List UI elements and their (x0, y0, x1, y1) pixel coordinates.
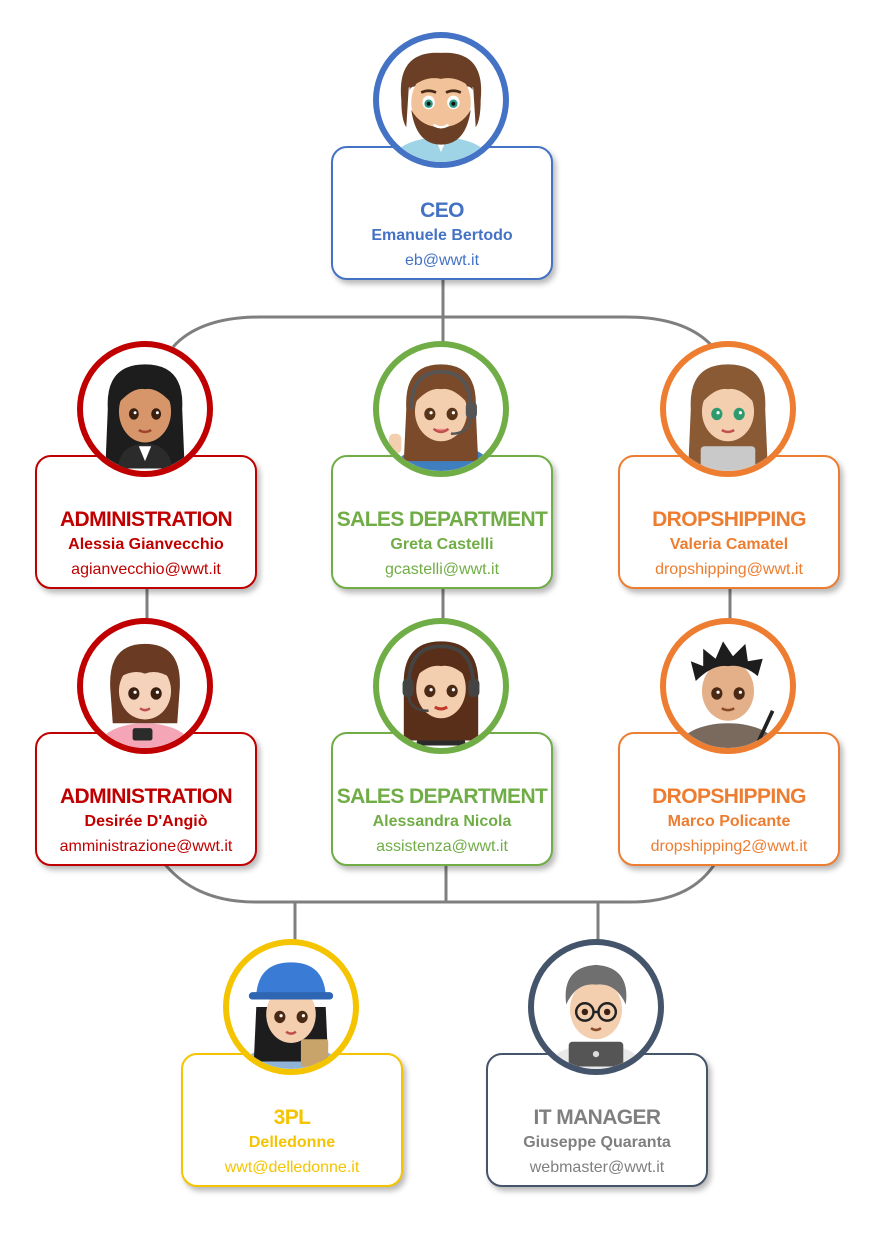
logistics-card: 3PL Delledonne wwt@delledonne.it (181, 1053, 403, 1187)
logistics-role: 3PL (273, 1106, 311, 1129)
bearded-man-avatar-icon (373, 32, 509, 168)
ceo-name: Emanuele Bertodo (371, 227, 513, 244)
dropshipping-role-2: DROPSHIPPING (652, 785, 806, 808)
administration-email-1[interactable]: agianvecchio@wwt.it (71, 561, 221, 578)
sales-card-1: SALES DEPARTMENT Greta Castelli gcastell… (331, 455, 553, 589)
administration-email-2[interactable]: amministrazione@wwt.it (59, 838, 233, 855)
it-manager-card: IT MANAGER Giuseppe Quaranta webmaster@w… (486, 1053, 708, 1187)
administration-card-1: ADMINISTRATION Alessia Gianvecchio agian… (35, 455, 257, 589)
sales-name-2: Alessandra Nicola (372, 813, 512, 830)
woman-headset-avatar-icon (373, 618, 509, 754)
dropshipping-email-1[interactable]: dropshipping@wwt.it (655, 561, 803, 578)
it-manager-node[interactable]: IT MANAGER Giuseppe Quaranta webmaster@w… (486, 939, 712, 1187)
dropshipping-node-2[interactable]: DROPSHIPPING Marco Policante dropshippin… (618, 618, 844, 866)
it-manager-role: IT MANAGER (533, 1106, 662, 1129)
dropshipping-name-2: Marco Policante (667, 813, 791, 830)
sales-role-1: SALES DEPARTMENT (336, 508, 548, 531)
dropshipping-card-2: DROPSHIPPING Marco Policante dropshippin… (618, 732, 840, 866)
woman-headset-avatar-icon (373, 341, 509, 477)
sales-role-2: SALES DEPARTMENT (336, 785, 548, 808)
it-manager-email[interactable]: webmaster@wwt.it (529, 1159, 665, 1176)
administration-name-1: Alessia Gianvecchio (68, 536, 224, 553)
logistics-name: Delledonne (248, 1134, 336, 1151)
it-manager-name: Giuseppe Quaranta (523, 1134, 671, 1151)
man-glasses-laptop-avatar-icon (528, 939, 664, 1075)
woman-laptop-avatar-icon (660, 341, 796, 477)
sales-name-1: Greta Castelli (390, 536, 494, 553)
ceo-card: CEO Emanuele Bertodo eb@wwt.it (331, 146, 553, 280)
woman-hard-hat-avatar-icon (223, 939, 359, 1075)
woman-long-dark-hair-avatar-icon (77, 341, 213, 477)
dropshipping-role-1: DROPSHIPPING (652, 508, 806, 531)
ceo-node[interactable]: CEO Emanuele Bertodo eb@wwt.it (331, 32, 557, 280)
sales-node-2[interactable]: SALES DEPARTMENT Alessandra Nicola assis… (331, 618, 557, 866)
ceo-role: CEO (420, 199, 464, 222)
ceo-email[interactable]: eb@wwt.it (404, 252, 480, 269)
administration-role-2: ADMINISTRATION (59, 785, 233, 808)
administration-role-1: ADMINISTRATION (59, 508, 233, 531)
sales-email-1[interactable]: gcastelli@wwt.it (384, 561, 500, 578)
sales-node-1[interactable]: SALES DEPARTMENT Greta Castelli gcastell… (331, 341, 557, 589)
sales-email-2[interactable]: assistenza@wwt.it (376, 838, 508, 855)
administration-node-2[interactable]: ADMINISTRATION Desirée D'Angiò amministr… (35, 618, 261, 866)
logistics-email[interactable]: wwt@delledonne.it (224, 1159, 360, 1176)
dropshipping-email-2[interactable]: dropshipping2@wwt.it (650, 838, 808, 855)
man-pen-avatar-icon (660, 618, 796, 754)
dropshipping-name-1: Valeria Camatel (669, 536, 789, 553)
administration-node-1[interactable]: ADMINISTRATION Alessia Gianvecchio agian… (35, 341, 261, 589)
sales-card-2: SALES DEPARTMENT Alessandra Nicola assis… (331, 732, 553, 866)
level3-bus-line (161, 861, 718, 904)
woman-bob-hair-avatar-icon (77, 618, 213, 754)
dropshipping-node-1[interactable]: DROPSHIPPING Valeria Camatel dropshippin… (618, 341, 844, 589)
logistics-node[interactable]: 3PL Delledonne wwt@delledonne.it (181, 939, 407, 1187)
administration-name-2: Desirée D'Angiò (84, 813, 208, 830)
administration-card-2: ADMINISTRATION Desirée D'Angiò amministr… (35, 732, 257, 866)
